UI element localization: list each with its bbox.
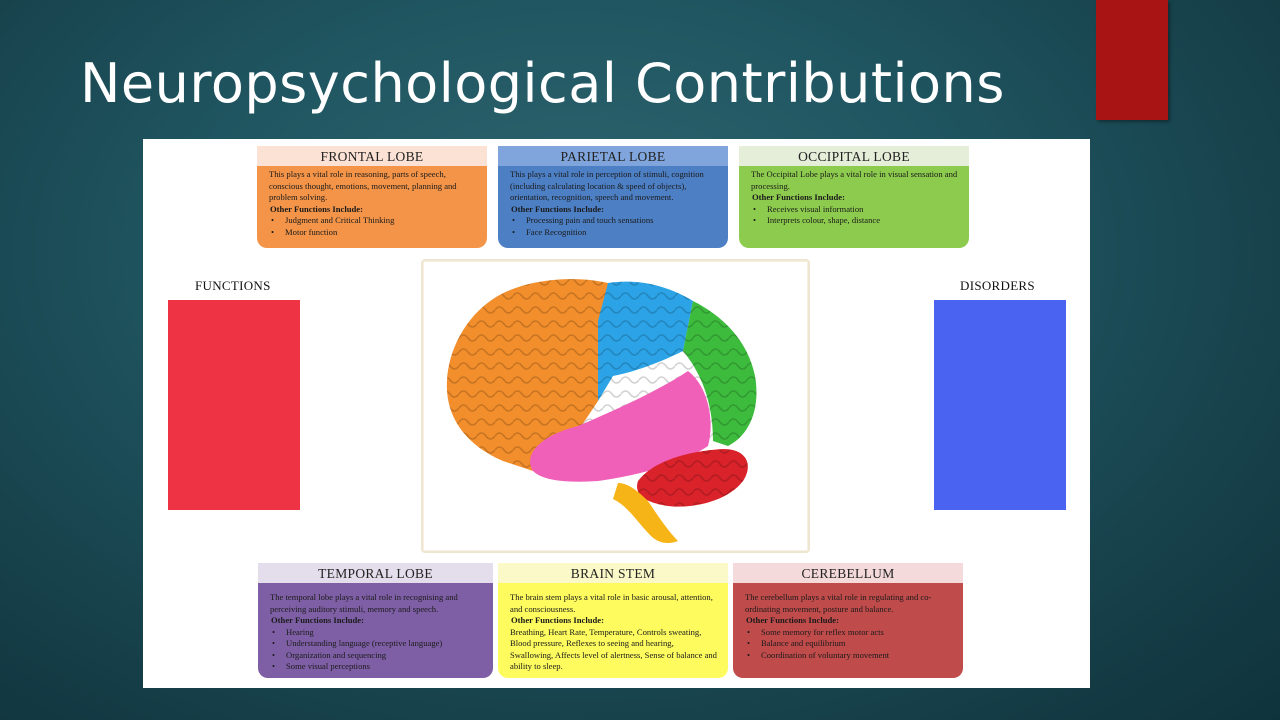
disorders-box (934, 300, 1066, 510)
list-item: Coordination of voluntary movement (745, 650, 953, 662)
list-item: Organization and sequencing (270, 650, 483, 662)
functions-label: FUNCTIONS (195, 278, 271, 293)
frontal-lobe-card: FRONTAL LOBE This plays a vital role in … (257, 146, 487, 248)
brain-stem-description: The brain stem plays a vital role in bas… (510, 592, 713, 614)
frontal-lobe-description: This plays a vital role in reasoning, pa… (269, 169, 457, 202)
cerebellum-title: CEREBELLUM (733, 563, 963, 583)
parietal-lobe-description: This plays a vital role in perception of… (510, 169, 704, 202)
functions-box (168, 300, 300, 510)
frontal-lobe-title: FRONTAL LOBE (257, 146, 487, 166)
cerebellum-card: CEREBELLUM The cerebellum plays a vital … (733, 563, 963, 678)
list-item: Motor function (269, 227, 477, 239)
temporal-lobe-description: The temporal lobe plays a vital role in … (270, 592, 458, 614)
occipital-other-heading: Other Functions Include: (752, 192, 845, 202)
list-item: Receives visual information (751, 204, 959, 216)
list-item: Judgment and Critical Thinking (269, 215, 477, 227)
frontal-other-heading: Other Functions Include: (270, 203, 363, 214)
temporal-lobe-card: TEMPORAL LOBE The temporal lobe plays a … (258, 563, 493, 678)
parietal-lobe-card: PARIETAL LOBE This plays a vital role in… (498, 146, 728, 248)
brain-stem-title: BRAIN STEM (498, 563, 728, 583)
cerebellum-description: The cerebellum plays a vital role in reg… (745, 592, 932, 614)
red-accent-tab (1096, 0, 1168, 120)
list-item: Processing pain and touch sensations (510, 215, 718, 227)
infographic-panel: FRONTAL LOBE This plays a vital role in … (143, 139, 1090, 688)
occipital-lobe-description: The Occipital Lobe plays a vital role in… (751, 169, 958, 191)
cerebellum-other-heading: Other Functions Include: (746, 615, 839, 625)
brain-illustration-icon (446, 279, 757, 544)
parietal-lobe-title: PARIETAL LOBE (498, 146, 728, 166)
occipital-lobe-card: OCCIPITAL LOBE The Occipital Lobe plays … (739, 146, 969, 248)
list-item: Hearing (270, 627, 483, 639)
list-item: Understanding language (receptive langua… (270, 638, 483, 650)
brain-stem-other-heading: Other Functions Include: (511, 615, 604, 625)
slide-title: Neuropsychological Contributions (80, 52, 1005, 115)
list-item: Interprets colour, shape, distance (751, 215, 959, 227)
occipital-lobe-title: OCCIPITAL LOBE (739, 146, 969, 166)
temporal-lobe-title: TEMPORAL LOBE (258, 563, 493, 583)
parietal-other-heading: Other Functions Include: (511, 203, 604, 214)
brain-stem-card: BRAIN STEM The brain stem plays a vital … (498, 563, 728, 678)
list-item: Some memory for reflex motor acts (745, 627, 953, 639)
list-item: Some visual perceptions (270, 661, 483, 673)
list-item: Face Recognition (510, 227, 718, 239)
brain-stem-functions: Breathing, Heart Rate, Temperature, Cont… (510, 626, 717, 672)
brain-image-frame (421, 259, 810, 553)
list-item: Balance and equilibrium (745, 638, 953, 650)
disorders-label: DISORDERS (960, 278, 1035, 293)
temporal-other-heading: Other Functions Include: (271, 615, 364, 625)
